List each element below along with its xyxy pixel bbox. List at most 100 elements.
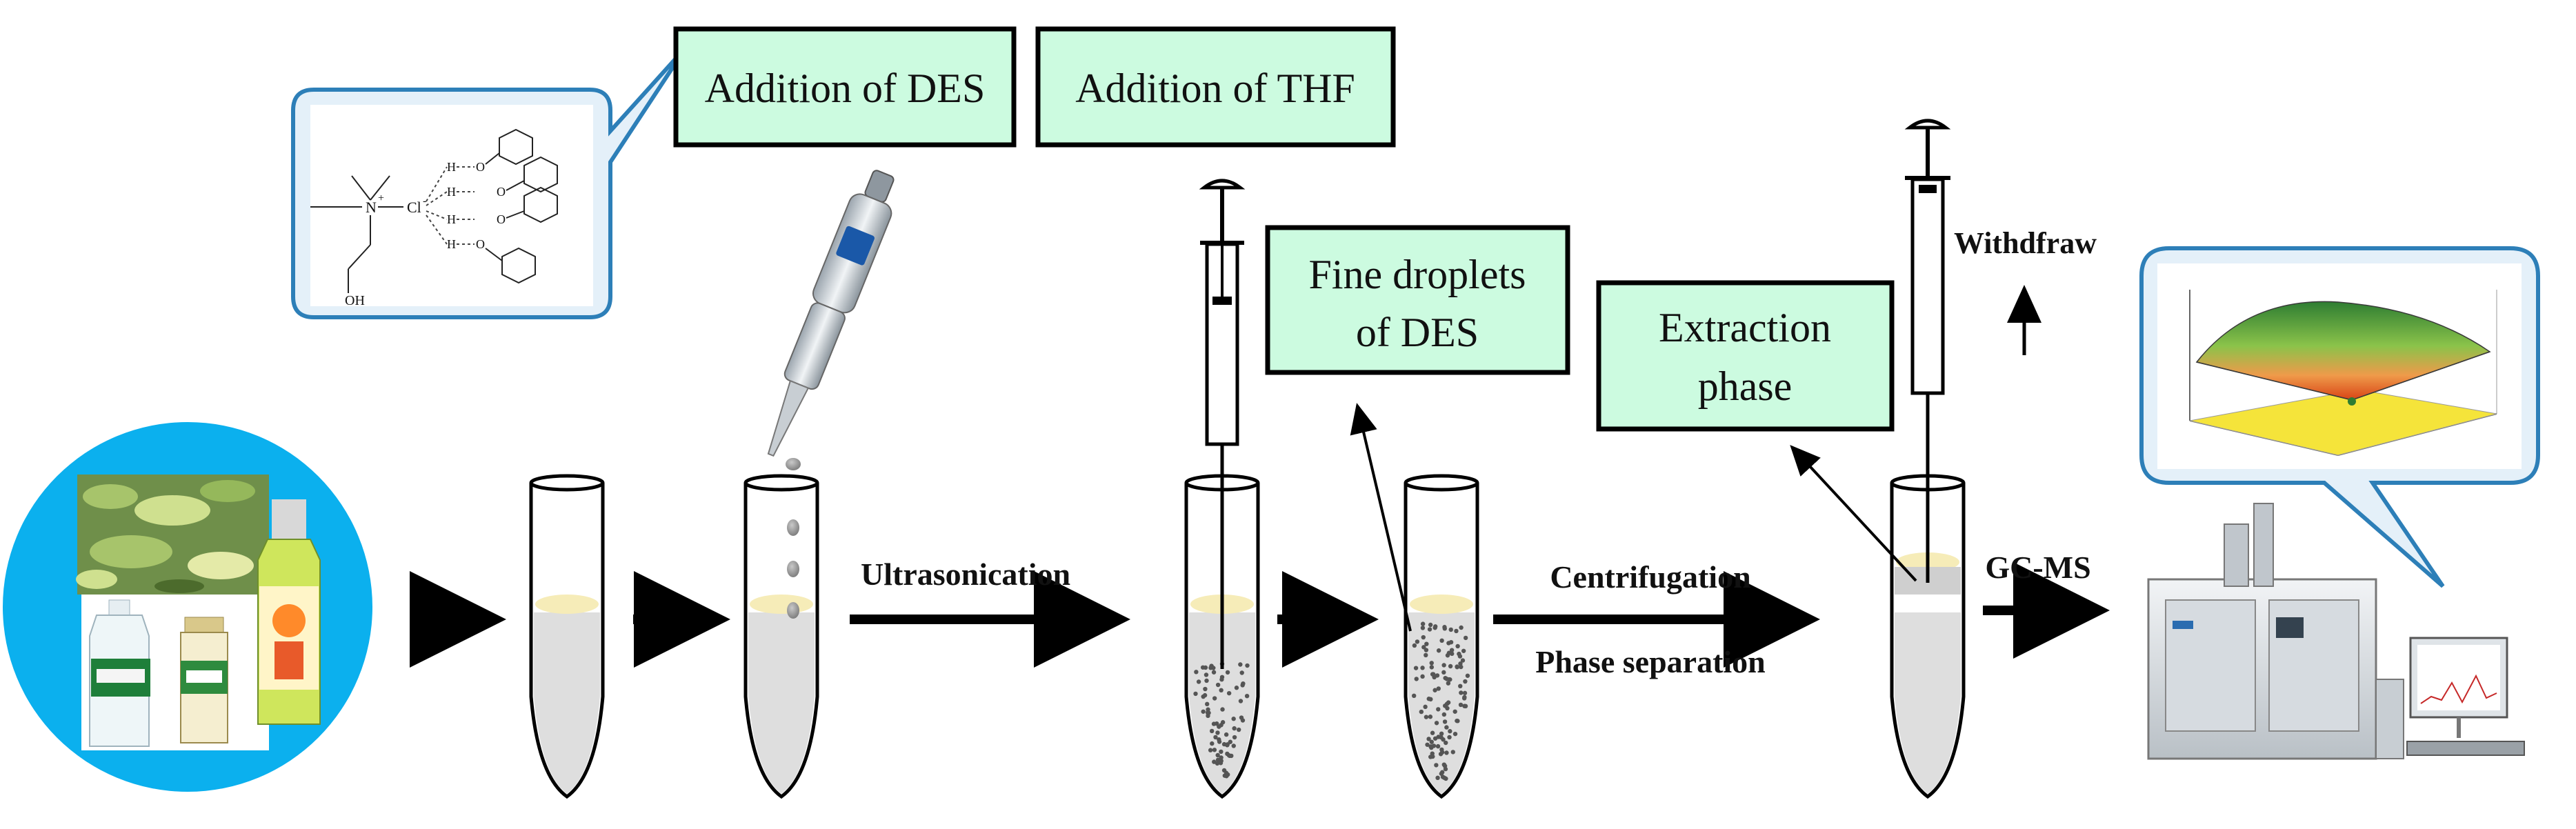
des-droplet [1433,624,1438,629]
des-droplet [1436,686,1441,691]
des-droplet [1441,762,1447,767]
des-droplet [1220,720,1226,725]
extraction-line2: phase [1698,363,1793,409]
des-droplet [1436,648,1441,653]
des-droplet [1231,743,1236,748]
des-droplet [1420,674,1425,679]
tube-4-cloudy [1404,474,1479,799]
tube-3-thf-dispersion [1184,474,1260,799]
des-droplet [1218,761,1224,766]
o-atom-1: O [476,160,485,174]
tube-outline [743,483,819,799]
des-droplet [1459,690,1464,695]
des-droplet [1446,681,1451,686]
h-atom-4: H [447,237,456,251]
des-droplet [1215,682,1221,688]
tube-outline [1404,483,1479,799]
des-droplet [1444,740,1448,746]
h-atom-1: H [447,160,456,174]
des-droplet [1208,748,1213,752]
nitrogen-label: N [366,199,377,216]
des-droplet [1428,622,1433,628]
des-droplet [1434,721,1439,726]
des-droplet [1441,670,1446,675]
des-droplet [1431,743,1437,748]
des-droplet [1225,751,1230,757]
des-droplet [1462,690,1468,696]
tube-rim [529,474,605,492]
tube-liquid [534,612,600,794]
des-droplet [1457,651,1461,657]
des-droplet [1232,726,1237,731]
des-droplet [1455,665,1459,670]
des-droplet [1217,739,1222,744]
des-droplet [1225,742,1230,747]
des-droplet [1446,650,1452,655]
des-droplet [1439,638,1444,643]
des-droplet [1427,627,1432,632]
des-droplet [1415,639,1420,644]
tube-liquid [1408,612,1475,794]
des-droplet [1447,677,1452,682]
des-droplet [1411,693,1417,699]
des-droplet [1458,661,1463,666]
des-droplet [1229,753,1234,759]
des-droplet [1204,701,1210,707]
des-droplet [1240,718,1246,723]
des-droplet [1245,663,1250,668]
des-droplet [1448,729,1452,734]
des-droplet [1219,755,1224,760]
des-droplet [1442,625,1447,630]
des-droplet [1424,715,1429,719]
des-droplet [1439,735,1444,740]
des-droplet [1448,627,1453,632]
des-droplet [1455,643,1460,649]
des-droplet [1206,707,1210,712]
h-atom-3: H [447,212,456,226]
des-droplet [1430,754,1435,759]
des-droplet [1204,678,1209,683]
des-droplet [1442,719,1448,724]
des-droplet [1465,673,1470,678]
des-structure-bubble: N + Cl - OH H H H H O O O O [291,45,688,319]
des-droplet [1423,704,1428,710]
tube-2-des-added [743,474,819,799]
des-droplet [1221,768,1227,773]
tube-outline [1184,483,1260,799]
des-droplet [1443,766,1448,772]
gcms-instrument [2147,503,2525,760]
label-addition-thf: Addition of THF [1035,26,1396,148]
des-droplet [1193,691,1198,697]
des-droplet [1219,677,1224,682]
des-droplet [1448,639,1454,645]
tube-rim [1404,474,1479,492]
des-droplet [1220,707,1225,712]
des-droplet [1447,735,1452,740]
o-atom-3: O [497,212,506,226]
des-droplet [1215,730,1220,735]
des-droplet [1211,670,1217,675]
des-droplet [1231,717,1236,721]
des-droplet [1428,715,1433,719]
des-droplet [1413,666,1419,670]
des-droplet [1238,662,1243,667]
des-droplet [1462,695,1467,700]
des-droplet [1463,635,1468,641]
des-droplet [1219,749,1224,755]
des-droplet [1424,648,1429,652]
ultrasonication-text: Ultrasonication [861,557,1070,592]
des-droplet [1213,735,1218,740]
label-fine-droplets: Fine droplets of DES [1265,225,1570,375]
phase-separation-text: Phase separation [1535,644,1766,679]
des-droplet [1429,739,1435,744]
real-samples-group [3,422,372,792]
des-droplet [1450,750,1455,755]
des-droplet [1444,725,1449,730]
des-droplet [1240,683,1245,688]
honeysuckle-photo [76,475,269,595]
des-droplet [1203,686,1208,692]
des-droplet [1239,670,1244,675]
des-droplet [1448,663,1453,669]
des-droplet [1194,670,1199,675]
des-droplet [1444,750,1449,755]
